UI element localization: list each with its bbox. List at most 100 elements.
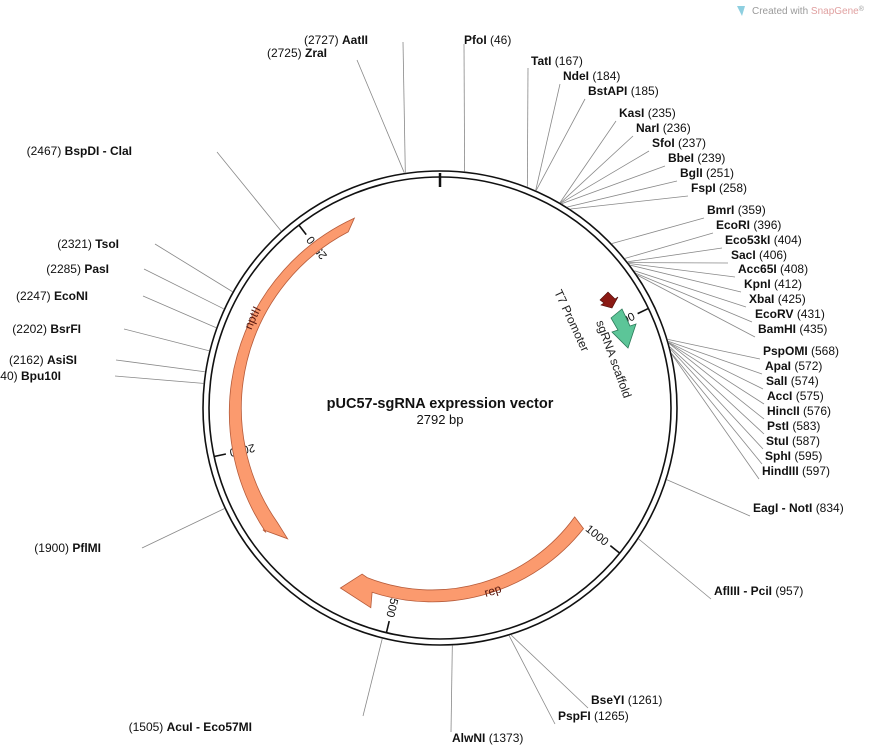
site-position: (1261) [628, 693, 663, 707]
leader-line-ecorv [636, 273, 753, 323]
leader-line-acci [668, 342, 765, 405]
leader-line-apai [668, 341, 763, 375]
site-name: AlwNI [452, 731, 485, 745]
site-position: (2321) [57, 237, 92, 251]
site-name: KpnI [744, 277, 771, 291]
site-label-nari[interactable]: NarI (236) [636, 121, 691, 135]
site-label-bseyi[interactable]: BseYI (1261) [591, 693, 662, 707]
site-label-bmri[interactable]: BmrI (359) [707, 203, 766, 217]
site-position: (572) [794, 359, 822, 373]
site-label-sphi[interactable]: SphI (595) [765, 449, 822, 463]
site-label-pflmi[interactable]: (1900) PflMI [34, 541, 101, 555]
site-label-acui-eco57mi[interactable]: (1505) AcuI - Eco57MI [129, 720, 252, 734]
site-label-asisi[interactable]: (2162) AsiSI [9, 353, 77, 367]
leader-line-bamhi [637, 274, 756, 338]
site-position: (184) [592, 69, 620, 83]
site-position: (406) [759, 248, 787, 262]
leader-line-econi [142, 295, 217, 329]
site-label-pfoi[interactable]: PfoI (46) [464, 33, 511, 47]
site-position: (1900) [34, 541, 69, 555]
leader-line-alwni [450, 645, 453, 733]
site-position: (435) [799, 322, 827, 336]
site-label-econi[interactable]: (2247) EcoNI [16, 289, 88, 303]
leader-line-eco53ki [627, 247, 723, 263]
backbone-outer-ring [202, 170, 678, 646]
feature-T7-promoter[interactable] [599, 291, 619, 309]
site-position: (2202) [12, 322, 47, 336]
site-label-ecori[interactable]: EcoRI (396) [716, 218, 781, 232]
feature-sgRNA-scaffold[interactable] [610, 308, 637, 349]
leader-line-bsrfi [123, 328, 210, 352]
site-label-tati[interactable]: TatI (167) [531, 54, 583, 68]
site-label-apai[interactable]: ApaI (572) [765, 359, 822, 373]
leader-line-bseyi [510, 634, 589, 709]
leader-line-bspdi-clai [216, 151, 282, 232]
site-position: (258) [719, 181, 747, 195]
site-position: (431) [797, 307, 825, 321]
leader-line-aatii [402, 41, 406, 173]
site-name: BamHI [758, 322, 796, 336]
tick-mark-1000 [609, 545, 621, 554]
site-label-kpni[interactable]: KpnI (412) [744, 277, 802, 291]
site-label-bbei[interactable]: BbeI (239) [668, 151, 725, 165]
site-position: (575) [796, 389, 824, 403]
site-position: (2247) [16, 289, 51, 303]
site-label-bpu10i[interactable]: (2140) Bpu10I [0, 369, 61, 383]
site-name: HindIII [762, 464, 799, 478]
leader-line-kasi [559, 120, 617, 203]
site-label-hindiii[interactable]: HindIII (597) [762, 464, 830, 478]
site-label-stui[interactable]: StuI (587) [766, 434, 820, 448]
site-label-fspi[interactable]: FspI (258) [691, 181, 747, 195]
leader-line-hindiii [671, 354, 760, 480]
site-name: SfoI [652, 136, 675, 150]
site-label-xbai[interactable]: XbaI (425) [749, 292, 806, 306]
site-label-alwni[interactable]: AlwNI (1373) [452, 731, 523, 745]
site-label-bsrfi[interactable]: (2202) BsrFI [12, 322, 81, 336]
tick-label-1000: 1000 [583, 523, 610, 548]
site-name: BbeI [668, 151, 694, 165]
site-name: ApaI [765, 359, 791, 373]
site-label-psti[interactable]: PstI (583) [767, 419, 820, 433]
site-name: XbaI [749, 292, 774, 306]
site-label-kasi[interactable]: KasI (235) [619, 106, 676, 120]
watermark-prefix: Created with [752, 6, 811, 17]
site-label-zrai[interactable]: (2725) ZraI [267, 46, 327, 60]
site-label-pasi[interactable]: (2285) PasI [46, 262, 109, 276]
site-label-pspomi[interactable]: PspOMI (568) [763, 344, 839, 358]
site-position: (583) [792, 419, 820, 433]
site-name: AccI [767, 389, 792, 403]
site-label-eco53ki[interactable]: Eco53kI (404) [725, 233, 802, 247]
site-label-saci[interactable]: SacI (406) [731, 248, 787, 262]
site-name: BmrI [707, 203, 734, 217]
site-label-pspfi[interactable]: PspFI (1265) [558, 709, 629, 723]
site-position: (236) [663, 121, 691, 135]
site-label-ndei[interactable]: NdeI (184) [563, 69, 620, 83]
site-label-eagi-noti[interactable]: EagI - NotI (834) [753, 501, 844, 515]
site-label-bgli[interactable]: BglI (251) [680, 166, 734, 180]
site-name: PstI [767, 419, 789, 433]
site-position: (2162) [9, 353, 44, 367]
site-label-sfoi[interactable]: SfoI (237) [652, 136, 706, 150]
site-label-bstapi[interactable]: BstAPI (185) [588, 84, 659, 98]
site-label-aatii[interactable]: (2727) AatII [304, 33, 368, 47]
leader-line-bmri [611, 217, 705, 244]
site-label-sali[interactable]: SalI (574) [766, 374, 819, 388]
site-label-acci[interactable]: AccI (575) [767, 389, 824, 403]
site-label-hincii[interactable]: HincII (576) [767, 404, 831, 418]
leader-line-sali [668, 342, 764, 390]
site-label-ecorv[interactable]: EcoRV (431) [755, 307, 825, 321]
site-label-afliii-pcii[interactable]: AflIII - PciI (957) [714, 584, 803, 598]
site-name: BspDI - ClaI [65, 144, 132, 158]
site-label-bamhi[interactable]: BamHI (435) [758, 322, 827, 336]
site-position: (1373) [489, 731, 524, 745]
site-position: (237) [678, 136, 706, 150]
site-label-bspdi-clai[interactable]: (2467) BspDI - ClaI [27, 144, 132, 158]
site-label-acc65i[interactable]: Acc65I (408) [738, 262, 808, 276]
feature-rep[interactable]: rep [339, 516, 585, 609]
site-name: NarI [636, 121, 659, 135]
site-name: PspFI [558, 709, 591, 723]
site-label-tsoi[interactable]: (2321) TsoI [57, 237, 119, 251]
leader-line-zrai [356, 59, 405, 173]
feature-nptII[interactable]: nptII [229, 217, 356, 540]
